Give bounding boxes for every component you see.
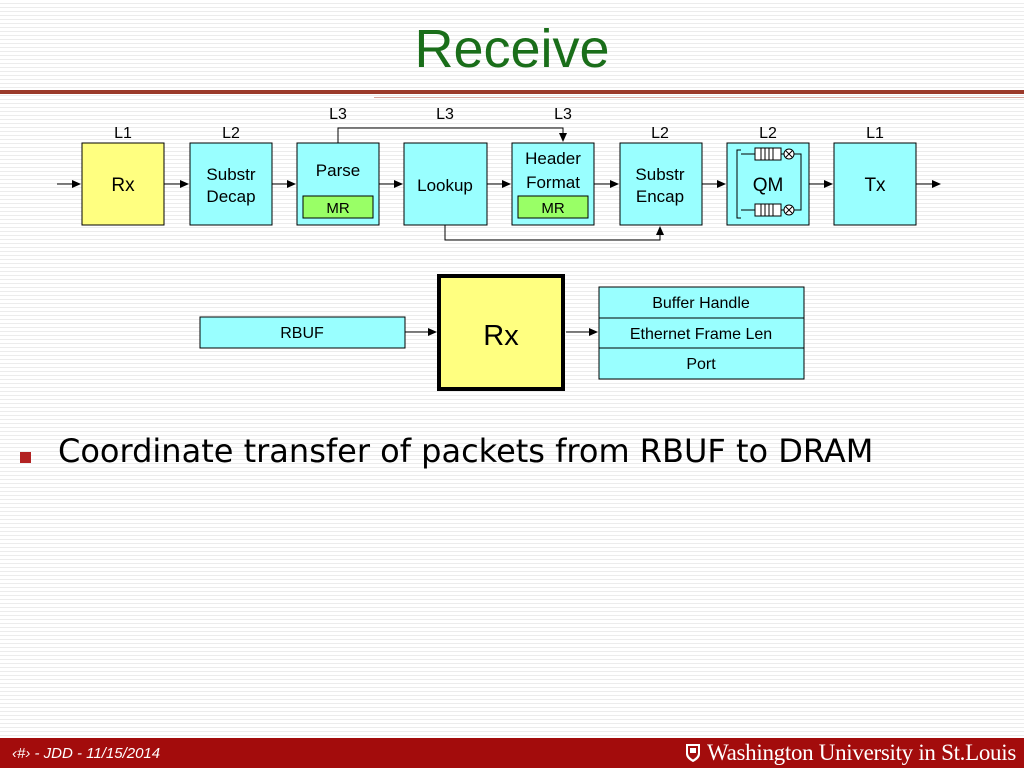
layer-label: L2 (759, 125, 777, 142)
pipeline-diagram: L1 L2 L3 L3 L3 L2 L2 L1 Rx Substr Decap … (57, 106, 941, 391)
stage-label: Parse (316, 161, 360, 180)
mr-box (302, 195, 374, 219)
stage-label: Lookup (417, 176, 473, 195)
rx-detail-label: Rx (483, 320, 519, 352)
stage-substr-encap: Substr Encap (619, 142, 703, 226)
rbuf-box: RBUF (199, 316, 406, 349)
stage-label: Substr (206, 165, 255, 184)
title-rule-thin (374, 97, 1024, 98)
shield-icon (685, 743, 701, 763)
queue-icon (736, 147, 802, 219)
university-logo: Washington University in St.Louis (685, 740, 1016, 766)
layer-label: L2 (651, 125, 669, 142)
stage-parse: Parse MR (296, 142, 380, 226)
layer-label: L3 (329, 106, 347, 123)
footer-text: ‹#› - JDD - 11/15/2014 (12, 745, 161, 762)
stage-label: Substr (635, 165, 684, 184)
layer-label: L2 (222, 125, 240, 142)
title-rule (0, 90, 1024, 94)
bullet-marker (20, 452, 31, 463)
stage-header-format: Header Format MR (511, 142, 595, 226)
stage-label: Header (525, 149, 581, 168)
stage-lookup: Lookup (403, 142, 488, 226)
stage-label: Decap (206, 187, 255, 206)
stage-label: QM (753, 175, 784, 196)
rbuf-label: RBUF (280, 325, 324, 342)
parse-to-header-connector (337, 127, 567, 143)
mr-box (517, 195, 589, 219)
output-field: Ethernet Frame Len (630, 326, 772, 343)
slide-title: Receive (414, 19, 610, 79)
layer-labels: L1 L2 L3 L3 L3 L2 L2 L1 (114, 106, 884, 142)
mr-label: MR (541, 200, 564, 217)
layer-label: L3 (436, 106, 454, 123)
output-field: Port (686, 356, 716, 373)
stage-label: Tx (864, 175, 886, 196)
footer-bar: ‹#› - JDD - 11/15/2014 Washington Univer… (0, 738, 1024, 768)
mr-label: MR (326, 200, 349, 217)
layer-label: L3 (554, 106, 572, 123)
bullet-text: Coordinate transfer of packets from RBUF… (58, 432, 874, 470)
lookup-to-encap-connector (444, 225, 664, 241)
stage-substr-decap: Substr Decap (189, 142, 273, 226)
stage-label: Encap (636, 187, 684, 206)
rx-detail-block: Rx (437, 274, 565, 391)
rx-outputs: Buffer Handle Ethernet Frame Len Port (598, 286, 805, 380)
stage-tx: Tx (833, 142, 917, 226)
stage-rx: Rx (81, 142, 165, 226)
layer-label: L1 (114, 125, 132, 142)
stage-label: Format (526, 173, 580, 192)
stage-qm: QM (726, 142, 810, 226)
layer-label: L1 (866, 125, 884, 142)
stage-label: Rx (111, 175, 135, 196)
university-wordmark: Washington University in St.Louis (707, 740, 1016, 765)
output-field: Buffer Handle (652, 295, 750, 312)
